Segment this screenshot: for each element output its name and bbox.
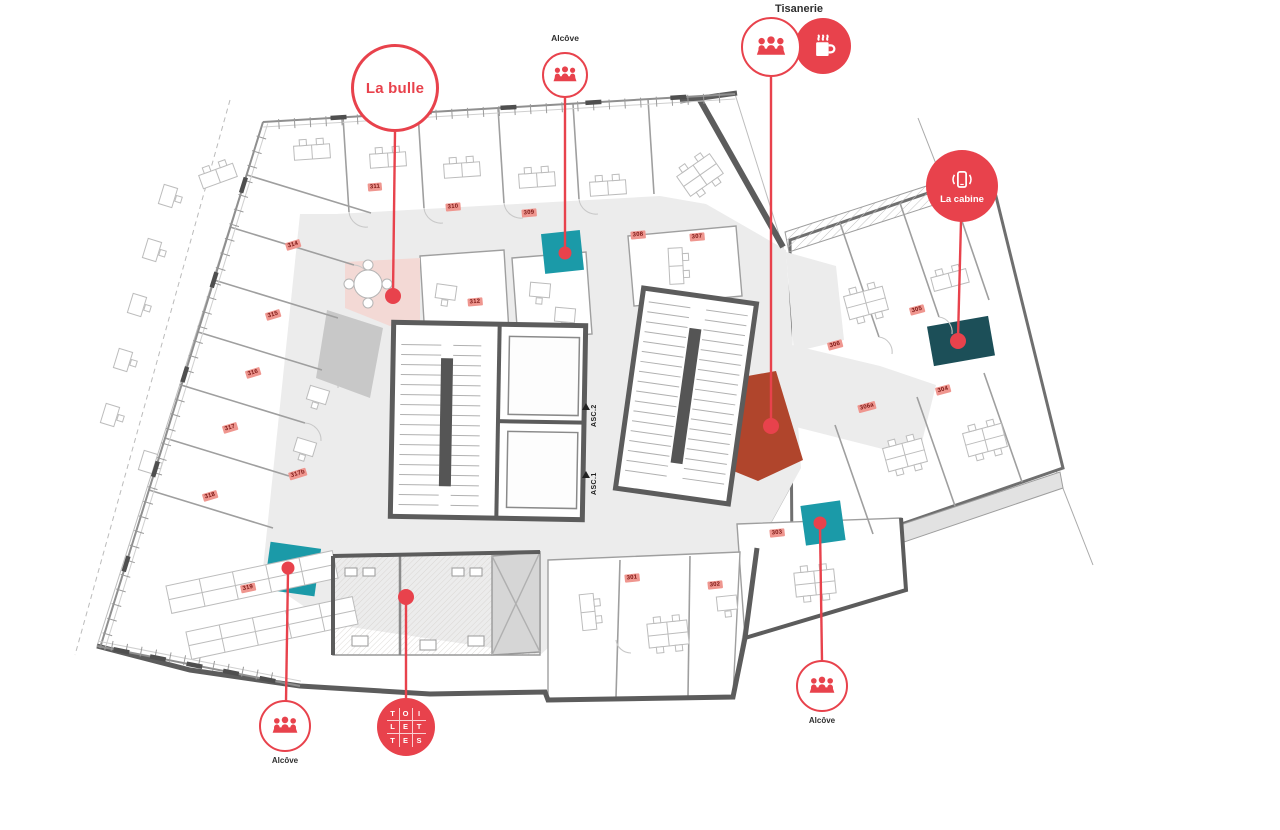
toilettes-letter: O xyxy=(399,707,413,721)
marker-la-cabine[interactable]: La cabine xyxy=(926,150,998,222)
meeting-people-icon xyxy=(553,66,577,82)
interior-rooms xyxy=(332,225,907,701)
room-badge: 309 xyxy=(521,208,537,218)
room-badge: 308 xyxy=(630,230,646,240)
room-badge: 301 xyxy=(624,573,640,583)
tisanerie-label: Tisanerie xyxy=(774,3,824,15)
marker-la-bulle[interactable]: La bulle xyxy=(351,44,439,132)
room-badge: 310 xyxy=(445,202,461,212)
toilettes-letter-grid: T O I L E T T E S xyxy=(386,707,426,747)
marker-alcove-bottom-left[interactable] xyxy=(259,700,311,752)
meeting-people-icon xyxy=(756,36,786,55)
toilettes-letter: E xyxy=(399,720,413,734)
alcove-bottom-right-label: Alcôve xyxy=(808,716,836,725)
toilettes-letter: I xyxy=(412,708,426,721)
heavy-walls xyxy=(96,90,909,703)
meeting-people-icon xyxy=(809,676,835,693)
marker-alcove-bottom-right[interactable] xyxy=(796,660,848,712)
room-badge: 312 xyxy=(467,297,483,307)
marker-tisanerie-coffee[interactable] xyxy=(795,18,851,74)
coffee-mug-icon xyxy=(816,34,836,56)
marker-alcove-top[interactable] xyxy=(542,52,588,98)
toilettes-letter: E xyxy=(400,733,413,747)
alcove-bottom-left-label: Alcôve xyxy=(271,756,299,765)
marker-leader-lines xyxy=(281,77,966,702)
room-badge: 311 xyxy=(367,182,383,192)
elevator-triangles xyxy=(582,403,590,478)
marker-tisanerie-people[interactable] xyxy=(741,17,801,77)
elevator-label-asc2: ASC.2 xyxy=(591,404,598,427)
elevator-label-asc1: ASC.1 xyxy=(591,472,598,495)
room-badge: 307 xyxy=(689,232,705,242)
room-badge: 302 xyxy=(707,580,723,590)
stair-core-east xyxy=(612,285,760,507)
phone-booth-icon xyxy=(952,171,972,188)
room-badge: 303 xyxy=(769,528,785,538)
la-cabine-label: La cabine xyxy=(940,194,984,205)
toilettes-letter: S xyxy=(416,735,422,745)
toilettes-letter: T xyxy=(387,733,400,747)
stair-core-west xyxy=(387,319,589,523)
partition-walls xyxy=(148,98,1023,698)
gray-room xyxy=(316,310,383,398)
toilettes-letter: L xyxy=(386,720,400,734)
toilettes-letter: T xyxy=(386,707,400,721)
toilet-fixtures xyxy=(344,556,485,655)
round-table xyxy=(343,259,393,309)
meeting-people-icon xyxy=(272,716,298,733)
la-bulle-label: La bulle xyxy=(365,79,425,97)
marker-toilettes[interactable]: T O I L E T T E S xyxy=(377,698,435,756)
toilettes-letter: T xyxy=(412,721,426,734)
alcove-top-label: Alcôve xyxy=(551,33,579,43)
